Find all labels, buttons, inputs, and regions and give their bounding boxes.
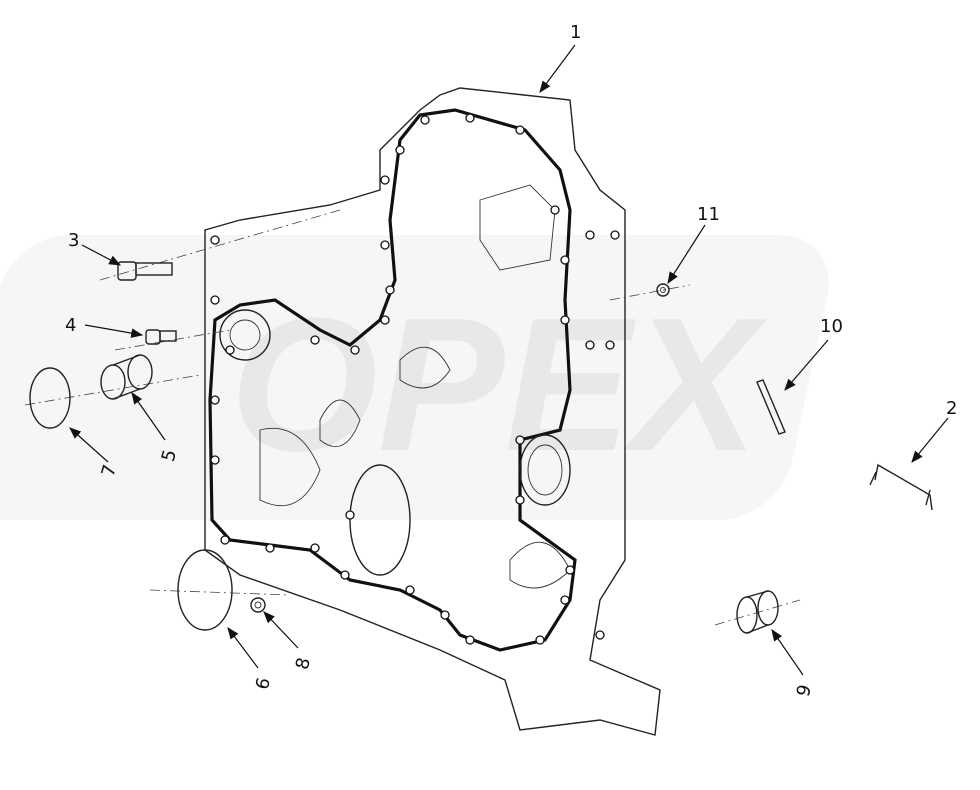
- part-4-bolt[interactable]: [145, 329, 177, 345]
- part-9-bushing[interactable]: [736, 590, 779, 634]
- callout-6[interactable]: 6: [252, 675, 275, 691]
- callout-9[interactable]: 9: [793, 682, 816, 698]
- part-6-o-ring[interactable]: [177, 549, 233, 631]
- leader-lines: [69, 44, 949, 676]
- callout-labels: 1 2 3 4 5 6 7 8 9 10 11: [65, 22, 957, 699]
- callout-11[interactable]: 11: [697, 204, 720, 225]
- callout-1[interactable]: 1: [570, 22, 581, 43]
- part-11-nut[interactable]: [656, 283, 670, 297]
- part-7-o-ring[interactable]: [29, 367, 71, 429]
- callout-8[interactable]: 8: [292, 655, 315, 671]
- part-2-bracket[interactable]: [869, 463, 933, 511]
- part-10-pin[interactable]: [756, 379, 786, 435]
- callout-10[interactable]: 10: [820, 316, 843, 337]
- watermark-logo: OPEX: [0, 235, 829, 520]
- callout-2[interactable]: 2: [946, 398, 957, 419]
- callout-3[interactable]: 3: [68, 230, 79, 251]
- cover-bolts: [210, 113, 620, 645]
- svg-text:OPEX: OPEX: [230, 279, 768, 491]
- part-8-nut[interactable]: [250, 597, 266, 613]
- callout-5[interactable]: 5: [158, 447, 181, 463]
- callout-7[interactable]: 7: [98, 462, 121, 478]
- callout-4[interactable]: 4: [65, 315, 76, 336]
- part-3-bolt[interactable]: [117, 261, 173, 281]
- part-5-sleeve[interactable]: [100, 354, 153, 400]
